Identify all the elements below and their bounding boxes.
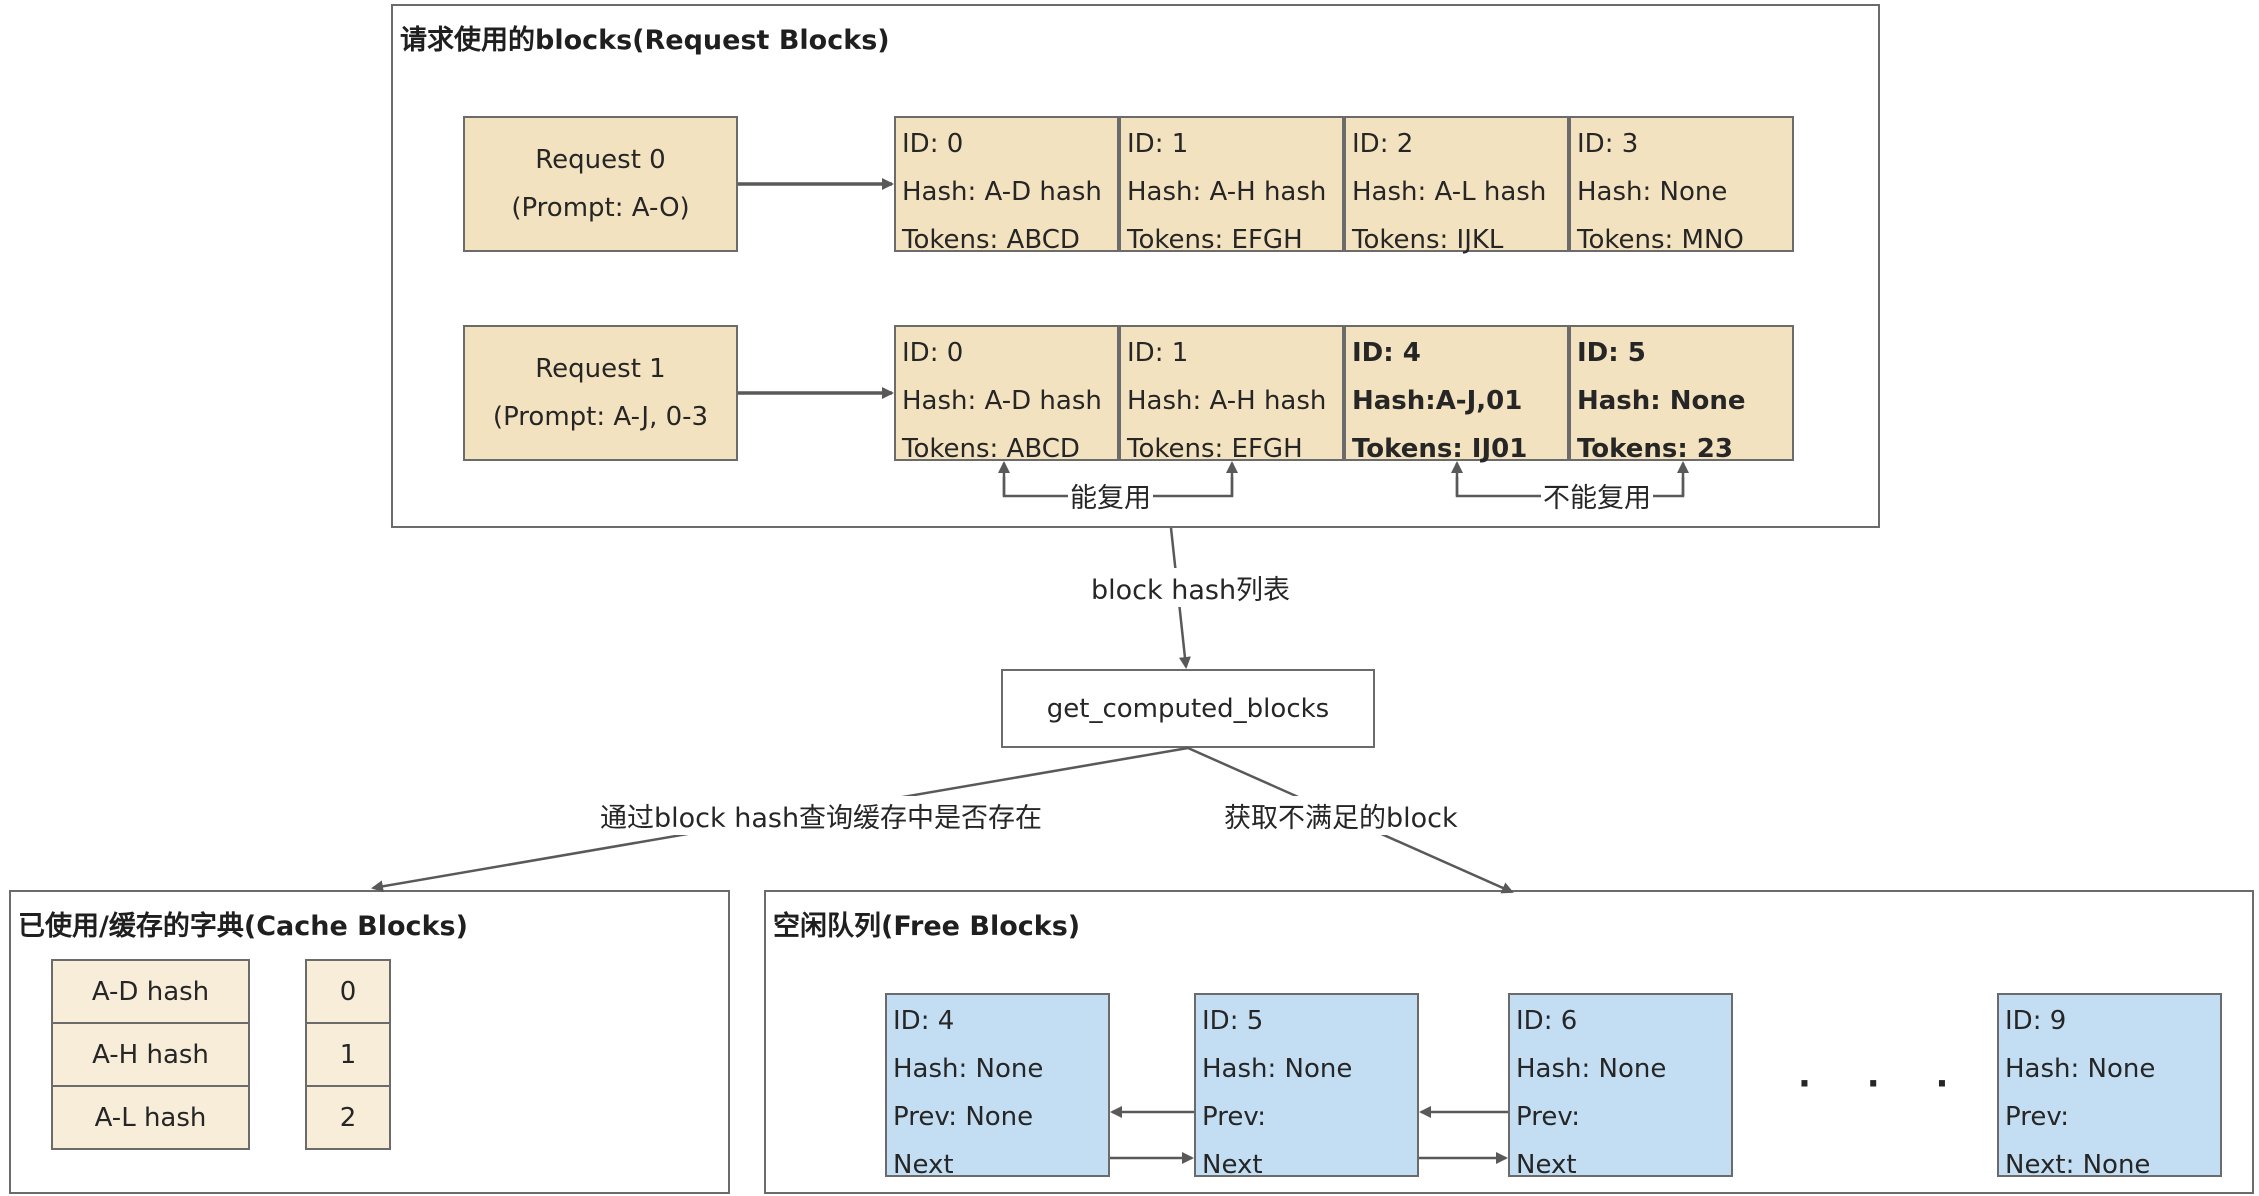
cache-panel-title: 已使用/缓存的字典(Cache Blocks) [18,911,468,942]
block-id: ID: 5 [1202,1006,1264,1036]
block-hash: Hash: A-D hash [902,177,1102,207]
free-block-9: ID: 9 Hash: None Prev: Next: None [1997,993,2222,1180]
block-tokens: Tokens: 23 [1577,434,1733,464]
block-id: ID: 5 [1577,338,1646,368]
request-1-block-0: ID: 0 Hash: A-D hash Tokens: ABCD [894,325,1119,464]
block-tokens: Tokens: IJ01 [1352,434,1528,464]
block-id: ID: 2 [1352,129,1414,159]
request-0-block-1: ID: 1 Hash: A-H hash Tokens: EFGH [1119,116,1344,255]
cache-key: A-L hash [51,1085,250,1150]
block-prev: Prev: [2005,1102,2070,1132]
request-1-block-1: ID: 1 Hash: A-H hash Tokens: EFGH [1119,325,1344,464]
request-0-block-0: ID: 0 Hash: A-D hash Tokens: ABCD [894,116,1119,255]
not-reusable-label: 不能复用 [1541,476,1653,515]
block-tokens: Tokens: IJKL [1352,225,1504,255]
block-id: ID: 4 [1352,338,1421,368]
cache-key: A-H hash [51,1022,250,1087]
block-tokens: Tokens: ABCD [902,225,1080,255]
block-hash: Hash: None [1202,1054,1353,1084]
request-0-box: Request 0 (Prompt: A-O) [463,116,738,252]
block-hash: Hash: A-L hash [1352,177,1547,207]
block-hash: Hash: None [2005,1054,2156,1084]
block-id: ID: 0 [902,129,964,159]
hash-list-label: block hash列表 [1089,568,1293,607]
block-id: ID: 6 [1516,1006,1578,1036]
cache-value: 1 [305,1022,391,1087]
block-hash: Hash: A-D hash [902,386,1102,416]
cache-key: A-D hash [51,959,250,1024]
ellipsis: · · · [1798,1064,1971,1104]
block-id: ID: 3 [1577,129,1639,159]
block-hash: Hash: None [893,1054,1044,1084]
request-1-block-2: ID: 4 Hash:A-J,01 Tokens: IJ01 [1344,325,1569,464]
request-0-prompt: (Prompt: A-O) [511,193,690,223]
reusable-label: 能复用 [1068,476,1153,515]
block-hash: Hash: None [1516,1054,1667,1084]
request-0-block-3: ID: 3 Hash: None Tokens: MNO [1569,116,1794,255]
cache-value: 0 [305,959,391,1024]
block-hash: Hash: None [1577,177,1728,207]
block-id: ID: 9 [2005,1006,2067,1036]
cache-value: 2 [305,1085,391,1150]
block-hash: Hash: None [1577,386,1746,416]
get-computed-blocks-node: get_computed_blocks [1001,669,1375,748]
free-block-5: ID: 5 Hash: None Prev: Next [1194,993,1419,1180]
block-tokens: Tokens: EFGH [1127,225,1303,255]
block-hash: Hash:A-J,01 [1352,386,1523,416]
free-block-6: ID: 6 Hash: None Prev: Next [1508,993,1733,1180]
query-label: 通过block hash查询缓存中是否存在 [598,796,1045,835]
fetch-label: 获取不满足的block [1222,796,1460,835]
block-tokens: Tokens: EFGH [1127,434,1303,464]
block-next: Next [1202,1150,1263,1180]
block-prev: Prev: [1202,1102,1267,1132]
block-id: ID: 4 [893,1006,955,1036]
request-panel-title: 请求使用的blocks(Request Blocks) [400,25,890,56]
request-1-name: Request 1 [535,354,666,384]
request-0-name: Request 0 [535,145,666,175]
block-tokens: Tokens: MNO [1577,225,1744,255]
block-tokens: Tokens: ABCD [902,434,1080,464]
block-prev: Prev: None [893,1102,1034,1132]
request-1-block-3: ID: 5 Hash: None Tokens: 23 [1569,325,1794,464]
block-hash: Hash: A-H hash [1127,177,1327,207]
block-id: ID: 1 [1127,338,1189,368]
block-id: ID: 1 [1127,129,1189,159]
block-next: Next: None [2005,1150,2151,1180]
free-panel-title: 空闲队列(Free Blocks) [773,911,1081,942]
request-0-block-2: ID: 2 Hash: A-L hash Tokens: IJKL [1344,116,1569,255]
request-1-prompt: (Prompt: A-J, 0-3 [492,402,709,432]
request-1-box: Request 1 (Prompt: A-J, 0-3 [463,325,738,461]
block-hash: Hash: A-H hash [1127,386,1327,416]
block-next: Next [893,1150,954,1180]
block-prev: Prev: [1516,1102,1581,1132]
block-next: Next [1516,1150,1577,1180]
block-id: ID: 0 [902,338,964,368]
free-block-4: ID: 4 Hash: None Prev: None Next [885,993,1110,1180]
